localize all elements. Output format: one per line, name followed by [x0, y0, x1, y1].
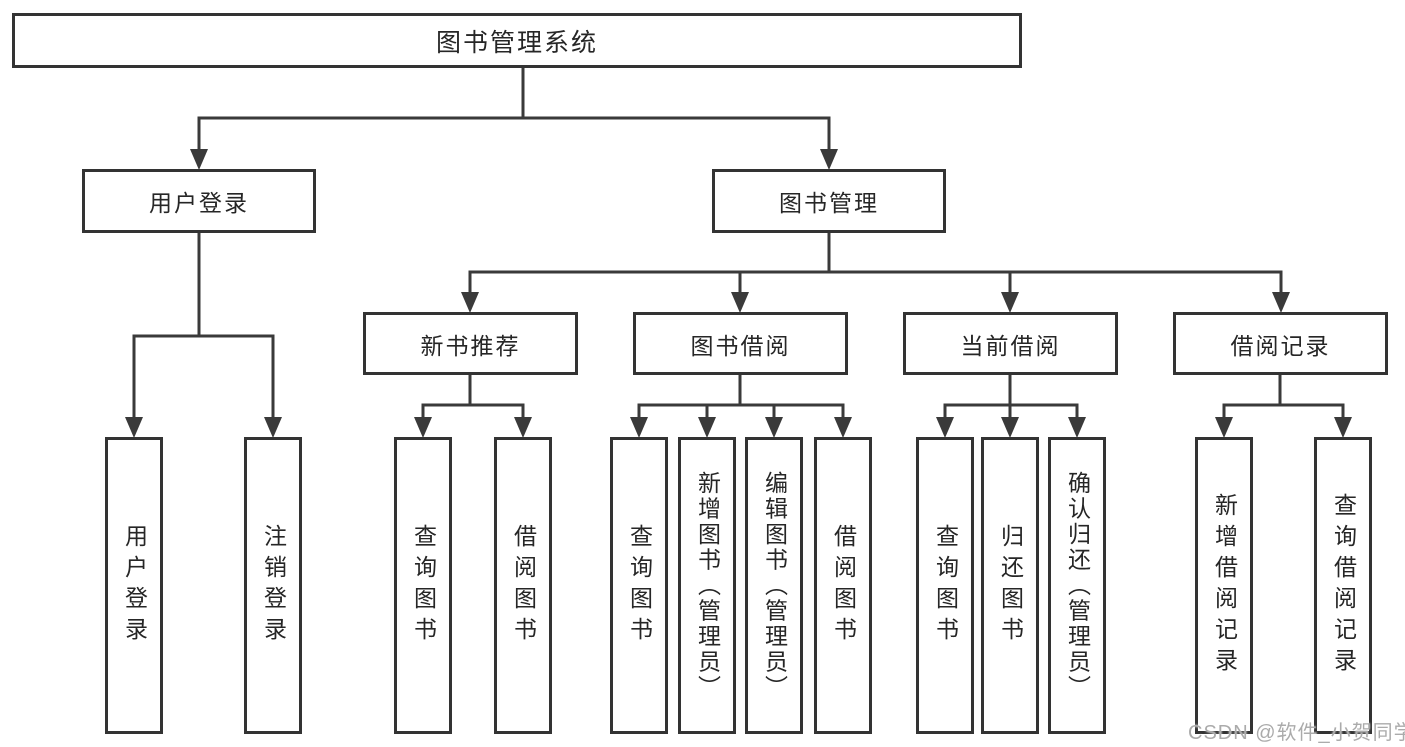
leaf-query-books-borrowing: 查询图书 — [610, 437, 668, 734]
leaf-borrow-books-recommend: 借阅图书 — [494, 437, 552, 734]
leaf-user-login-label: 用户登录 — [121, 523, 148, 648]
leaf-query-books-recommend: 查询图书 — [394, 437, 452, 734]
leaf-borrow-books-recommend-label: 借阅图书 — [510, 523, 537, 648]
leaf-logout: 注销登录 — [244, 437, 302, 734]
box-root-label: 图书管理系统 — [435, 28, 598, 57]
connector-borrow-record-to-children — [1215, 375, 1352, 438]
leaf-borrow-books-borrowing-label: 借阅图书 — [830, 523, 857, 648]
leaf-confirm-return-admin: 确认归还（管理员） — [1048, 437, 1106, 734]
leaf-query-books-recommend-label: 查询图书 — [410, 523, 437, 648]
leaf-add-borrow-record: 新增借阅记录 — [1195, 437, 1253, 734]
box-new-book-recommend-label: 新书推荐 — [420, 332, 521, 359]
leaf-query-books-current-label: 查询图书 — [932, 523, 959, 648]
box-current-borrowing: 当前借阅 — [903, 312, 1118, 375]
leaf-add-book-admin: 新增图书（管理员） — [678, 437, 736, 734]
leaf-query-books-current: 查询图书 — [916, 437, 974, 734]
leaf-return-books: 归还图书 — [981, 437, 1039, 734]
leaf-edit-book-admin-label: 编辑图书（管理员） — [761, 470, 788, 701]
leaf-return-books-label: 归还图书 — [997, 523, 1024, 648]
box-user-login: 用户登录 — [82, 169, 316, 233]
connector-new-book-rec-to-children — [414, 375, 532, 438]
leaf-add-borrow-record-label: 新增借阅记录 — [1211, 492, 1238, 679]
box-book-management: 图书管理 — [712, 169, 946, 233]
leaf-borrow-books-borrowing: 借阅图书 — [814, 437, 872, 734]
box-user-login-label: 用户登录 — [149, 190, 249, 216]
watermark-text: CSDN @软件_小贺同学 — [1188, 722, 1405, 744]
connector-current-borrow-to-children — [936, 375, 1086, 438]
connector-book-mgmt-to-children — [461, 233, 1290, 313]
box-book-management-label: 图书管理 — [779, 190, 879, 216]
leaf-logout-label: 注销登录 — [260, 523, 287, 648]
box-current-borrowing-label: 当前借阅 — [960, 332, 1061, 359]
box-borrowing-records: 借阅记录 — [1173, 312, 1388, 375]
box-book-borrowing: 图书借阅 — [633, 312, 848, 375]
box-new-book-recommend: 新书推荐 — [363, 312, 578, 375]
box-book-borrowing-label: 图书借阅 — [690, 332, 791, 359]
connector-user-login-to-children — [125, 233, 282, 438]
connector-root-to-children — [190, 66, 838, 170]
leaf-user-login: 用户登录 — [105, 437, 163, 734]
connector-book-borrow-to-children — [630, 375, 852, 438]
leaf-query-borrow-record: 查询借阅记录 — [1314, 437, 1372, 734]
leaf-edit-book-admin: 编辑图书（管理员） — [745, 437, 803, 734]
leaf-confirm-return-admin-label: 确认归还（管理员） — [1064, 470, 1091, 701]
box-borrowing-records-label: 借阅记录 — [1230, 332, 1331, 359]
leaf-query-borrow-record-label: 查询借阅记录 — [1330, 492, 1357, 679]
leaf-query-books-borrowing-label: 查询图书 — [626, 523, 653, 648]
box-root-library-system: 图书管理系统 — [12, 13, 1022, 68]
leaf-add-book-admin-label: 新增图书（管理员） — [694, 470, 721, 701]
